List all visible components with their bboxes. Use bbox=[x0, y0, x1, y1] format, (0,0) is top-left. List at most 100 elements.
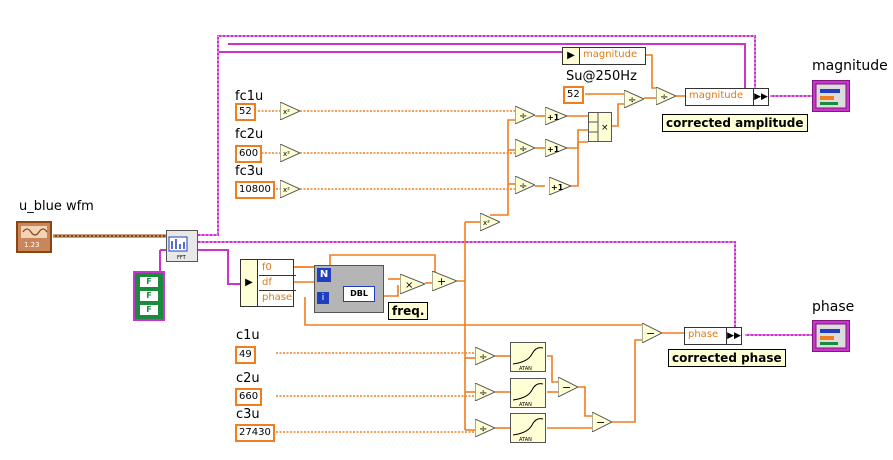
atan-primitive-1[interactable]: ATAN bbox=[510, 342, 546, 372]
svg-text:+1: +1 bbox=[547, 113, 560, 122]
svg-text:x²: x² bbox=[483, 219, 490, 227]
svg-text:+1: +1 bbox=[547, 145, 560, 154]
corrected-amplitude-note: corrected amplitude bbox=[662, 114, 808, 132]
svg-text:x²: x² bbox=[283, 108, 290, 116]
svg-text:×: × bbox=[601, 123, 609, 133]
cluster-wire-dashes bbox=[180, 35, 812, 336]
c1u-label: c1u bbox=[236, 328, 260, 343]
bool-const-1: F bbox=[140, 277, 158, 287]
unbundle-arrow-icon: ▶ bbox=[563, 48, 580, 64]
square-primitive-1[interactable]: x² bbox=[280, 102, 300, 120]
bundle-arrow-icon: ▶▶ bbox=[753, 89, 768, 105]
square-primitive-freq[interactable]: x² bbox=[480, 213, 500, 231]
svg-text:×: × bbox=[405, 280, 413, 291]
array-max-min-structure[interactable]: N i DBL bbox=[314, 265, 384, 313]
boolean-cluster-constant[interactable]: F F F bbox=[133, 271, 165, 321]
loop-iteration-terminal: i bbox=[317, 292, 329, 304]
svg-text:÷: ÷ bbox=[479, 388, 487, 399]
su-label: Su@250Hz bbox=[566, 69, 637, 84]
bundle-phase[interactable]: phase ▶▶ bbox=[684, 327, 742, 345]
svg-text:ATAN: ATAN bbox=[519, 402, 532, 408]
corrected-phase-note: corrected phase bbox=[668, 349, 786, 367]
c2u-constant[interactable]: 660 bbox=[235, 388, 263, 406]
svg-text:÷: ÷ bbox=[519, 111, 527, 122]
su-constant[interactable]: 52 bbox=[563, 86, 584, 104]
atan-primitive-2[interactable]: ATAN bbox=[510, 378, 546, 408]
waveform-icon: 1.23 bbox=[21, 226, 48, 249]
subtract-primitive-1[interactable]: − bbox=[558, 377, 578, 397]
multiply-primitive[interactable]: × bbox=[400, 274, 425, 294]
svg-text:−: − bbox=[562, 381, 571, 394]
svg-text:÷: ÷ bbox=[519, 181, 527, 192]
increment-primitive-3[interactable]: +1 bbox=[549, 177, 571, 195]
divide-primitive-c2[interactable]: ÷ bbox=[475, 383, 495, 401]
phase-output-terminal[interactable] bbox=[812, 320, 850, 352]
svg-text:x²: x² bbox=[283, 186, 290, 194]
svg-text:+1: +1 bbox=[551, 183, 564, 192]
freq-note: freq. bbox=[388, 302, 429, 320]
magnitude-output-terminal[interactable] bbox=[812, 80, 850, 112]
unbundle-magnitude-top[interactable]: ▶ magnitude bbox=[562, 47, 646, 65]
svg-text:÷: ÷ bbox=[479, 424, 487, 435]
svg-text:−: − bbox=[596, 416, 605, 429]
fc3u-constant[interactable]: 10800 bbox=[235, 181, 275, 199]
c3u-constant[interactable]: 27430 bbox=[235, 424, 275, 442]
unbundle-item-df: df bbox=[259, 275, 296, 291]
loop-count-terminal: N bbox=[317, 268, 331, 282]
fc1u-label: fc1u bbox=[235, 89, 264, 104]
svg-text:ATAN: ATAN bbox=[519, 437, 532, 443]
svg-text:x²: x² bbox=[283, 150, 290, 158]
compound-multiply-primitive[interactable]: × bbox=[588, 112, 612, 142]
divide-primitive-2[interactable]: ÷ bbox=[515, 139, 535, 157]
unbundle-item-f0: f0 bbox=[259, 260, 296, 276]
bundle-phase-item: phase bbox=[688, 329, 719, 340]
fc2u-constant[interactable]: 600 bbox=[235, 145, 263, 163]
cluster-indicator-icon bbox=[815, 83, 847, 109]
waveform-terminal[interactable]: 1.23 bbox=[16, 221, 52, 253]
add-primitive[interactable]: + bbox=[432, 271, 457, 291]
svg-text:FFT: FFT bbox=[177, 255, 187, 261]
svg-text:1.23: 1.23 bbox=[24, 241, 40, 249]
c3u-label: c3u bbox=[236, 407, 260, 422]
svg-text:÷: ÷ bbox=[628, 95, 636, 106]
fft-spectrum-vi[interactable]: FFT bbox=[166, 230, 198, 262]
svg-text:ATAN: ATAN bbox=[519, 366, 532, 372]
spectrum-icon: FFT bbox=[168, 236, 188, 261]
svg-text:−: − bbox=[646, 327, 655, 340]
divide-primitive-1[interactable]: ÷ bbox=[515, 106, 535, 124]
square-primitive-2[interactable]: x² bbox=[280, 144, 300, 162]
u-blue-label: u_blue wfm bbox=[19, 199, 94, 214]
svg-text:÷: ÷ bbox=[519, 144, 527, 155]
bool-const-2: F bbox=[140, 291, 158, 301]
unbundle-magnitude-top-item: magnitude bbox=[583, 49, 638, 60]
square-primitive-3[interactable]: x² bbox=[280, 180, 300, 198]
divide-primitive-c3[interactable]: ÷ bbox=[475, 419, 495, 437]
fc2u-label: fc2u bbox=[235, 127, 264, 142]
atan-primitive-3[interactable]: ATAN bbox=[510, 413, 546, 443]
float-wires bbox=[258, 54, 685, 433]
c1u-constant[interactable]: 49 bbox=[235, 346, 256, 364]
unbundle-item-phase: phase bbox=[262, 292, 293, 303]
unbundle-spectrum[interactable]: ▶ f0 df phase bbox=[240, 259, 296, 307]
bundle-phase-arrow-icon: ▶▶ bbox=[726, 328, 741, 344]
magnitude-output-label: magnitude bbox=[812, 58, 888, 74]
bundle-magnitude-item: magnitude bbox=[689, 90, 744, 101]
bool-const-3: F bbox=[140, 305, 158, 315]
subtract-primitive-phase[interactable]: − bbox=[642, 323, 662, 343]
increment-primitive-1[interactable]: +1 bbox=[545, 107, 567, 125]
divide-primitive-c1[interactable]: ÷ bbox=[475, 347, 495, 365]
fc3u-label: fc3u bbox=[235, 164, 264, 179]
divide-primitive-su[interactable]: ÷ bbox=[624, 90, 644, 108]
divide-primitive-3[interactable]: ÷ bbox=[515, 176, 535, 194]
bundle-magnitude[interactable]: magnitude ▶▶ bbox=[685, 88, 769, 106]
to-double-conversion: DBL bbox=[343, 286, 375, 302]
svg-text:÷: ÷ bbox=[660, 92, 668, 103]
fc1u-constant[interactable]: 52 bbox=[235, 103, 256, 121]
divide-primitive-magnitude[interactable]: ÷ bbox=[656, 87, 676, 105]
increment-primitive-2[interactable]: +1 bbox=[545, 139, 567, 157]
cluster-indicator-icon bbox=[815, 323, 847, 349]
unbundle-spectrum-arrow-icon: ▶ bbox=[241, 260, 258, 306]
subtract-primitive-2[interactable]: − bbox=[592, 412, 612, 432]
